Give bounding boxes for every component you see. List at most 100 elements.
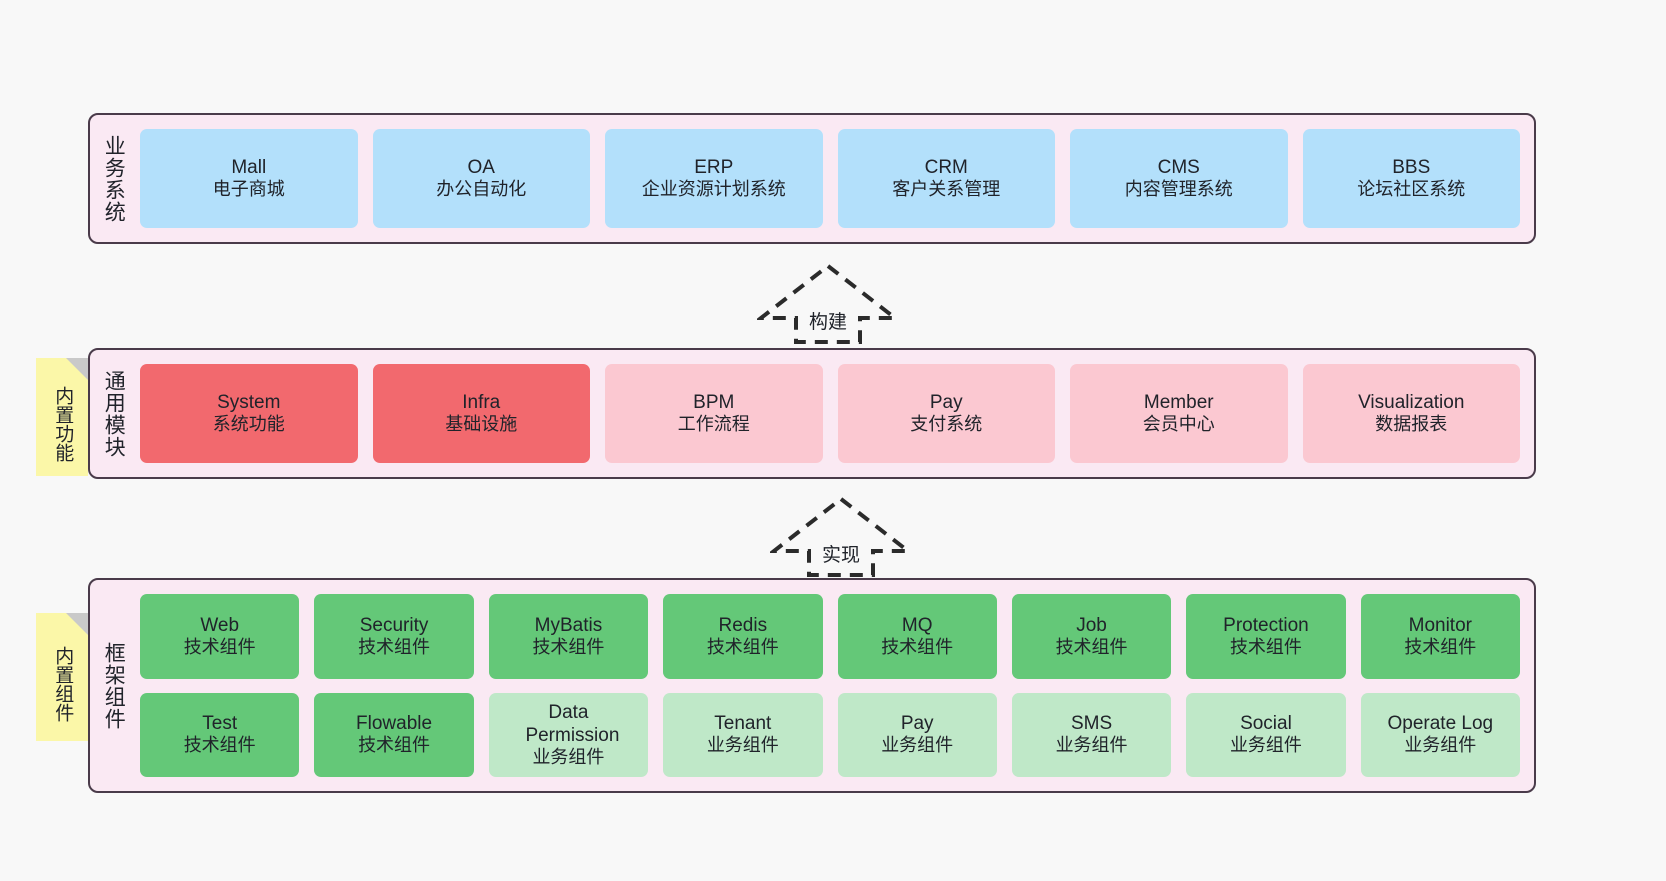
card-infra[interactable]: Infra 基础设施 (372, 364, 590, 463)
card-pay-business[interactable]: Pay 业务组件 (837, 692, 997, 777)
card-web[interactable]: Web 技术组件 (140, 594, 300, 679)
sticky-note-label: 内置组件 (52, 646, 74, 722)
card-bpm[interactable]: BPM 工作流程 (605, 364, 823, 463)
card-column: Protection 技术组件 Social 业务组件 (1186, 594, 1346, 777)
card-system[interactable]: System 系统功能 (140, 364, 358, 463)
card-subtitle: 技术组件 (532, 636, 605, 657)
card-column: CRM 客户关系管理 (837, 129, 1055, 228)
card-column: CMS 内容管理系统 (1070, 129, 1288, 228)
card-cms[interactable]: CMS 内容管理系统 (1070, 129, 1288, 228)
card-title: Flowable (356, 713, 433, 735)
card-title: BBS (1392, 156, 1431, 178)
card-column: MyBatis 技术组件 Data Permission 业务组件 (488, 594, 649, 777)
card-title: ERP (694, 156, 734, 178)
layer-body-framework-component: Web 技术组件 Test 技术组件 Security 技术组件 Flowabl… (136, 580, 1534, 791)
card-title: Monitor (1408, 614, 1472, 636)
card-bbs[interactable]: BBS 论坛社区系统 (1302, 129, 1520, 228)
card-subtitle: 技术组件 (358, 636, 431, 657)
card-subtitle: 客户关系管理 (892, 179, 1001, 200)
card-title: Tenant (714, 713, 772, 735)
card-column: Job 技术组件 SMS 业务组件 (1011, 594, 1172, 777)
sticky-note-label: 内置功能 (52, 386, 74, 462)
card-subtitle: 基础设施 (445, 414, 518, 435)
card-mall[interactable]: Mall 电子商城 (140, 129, 358, 228)
card-security[interactable]: Security 技术组件 (314, 594, 474, 679)
card-title: Protection (1223, 614, 1309, 636)
card-social[interactable]: Social 业务组件 (1186, 692, 1346, 777)
card-column: Web 技术组件 Test 技术组件 (140, 594, 300, 777)
layer-title-business-system: 业务系统 (102, 134, 126, 223)
card-monitor[interactable]: Monitor 技术组件 (1360, 594, 1520, 679)
card-subtitle: 技术组件 (706, 636, 779, 657)
card-title: Social (1240, 713, 1292, 735)
card-title: SMS (1070, 713, 1113, 735)
card-data-permission[interactable]: Data Permission 业务组件 (488, 692, 649, 777)
card-flowable[interactable]: Flowable 技术组件 (314, 692, 474, 777)
card-column: Visualization 数据报表 (1302, 364, 1520, 463)
card-job[interactable]: Job 技术组件 (1011, 594, 1172, 679)
card-title: MyBatis (534, 614, 603, 636)
dashed-up-arrow-icon (770, 496, 912, 577)
card-subtitle: 内容管理系统 (1124, 179, 1233, 200)
card-subtitle: 业务组件 (1404, 735, 1477, 756)
card-crm[interactable]: CRM 客户关系管理 (837, 129, 1055, 228)
card-subtitle: 会员中心 (1142, 414, 1215, 435)
card-mybatis[interactable]: MyBatis 技术组件 (488, 594, 649, 679)
card-pay[interactable]: Pay 支付系统 (837, 364, 1055, 463)
card-column: Redis 技术组件 Tenant 业务组件 (663, 594, 823, 777)
card-tenant[interactable]: Tenant 业务组件 (663, 692, 823, 777)
card-title: Operate Log (1387, 713, 1494, 735)
card-column: ERP 企业资源计划系统 (605, 129, 823, 228)
card-subtitle: 业务组件 (1055, 735, 1128, 756)
card-title: Mall (231, 156, 267, 178)
card-subtitle: 支付系统 (910, 414, 983, 435)
card-column: BPM 工作流程 (605, 364, 823, 463)
connector-implement-label: 实现 (821, 545, 860, 566)
card-test[interactable]: Test 技术组件 (140, 692, 300, 777)
card-sms[interactable]: SMS 业务组件 (1011, 692, 1172, 777)
connector-implement: 实现 (770, 495, 912, 577)
card-oa[interactable]: OA 办公自动化 (372, 129, 590, 228)
card-visualization[interactable]: Visualization 数据报表 (1302, 364, 1520, 463)
layer-title-framework-component: 框架组件 (102, 641, 126, 730)
sticky-note-builtin-component: 内置组件 (36, 613, 88, 741)
card-operate-log[interactable]: Operate Log 业务组件 (1360, 692, 1520, 777)
card-subtitle: 数据报表 (1375, 414, 1448, 435)
card-redis[interactable]: Redis 技术组件 (663, 594, 823, 679)
card-erp[interactable]: ERP 企业资源计划系统 (605, 129, 823, 228)
card-subtitle: 业务组件 (1229, 735, 1302, 756)
card-title: Job (1076, 614, 1107, 636)
card-subtitle: 技术组件 (1404, 636, 1477, 657)
card-column: Pay 支付系统 (837, 364, 1055, 463)
card-title: Data Permission (525, 701, 620, 746)
card-subtitle: 技术组件 (1229, 636, 1302, 657)
card-title: Web (200, 614, 240, 636)
card-subtitle: 技术组件 (881, 636, 954, 657)
card-title: Pay (900, 713, 934, 735)
card-protection[interactable]: Protection 技术组件 (1186, 594, 1346, 679)
card-subtitle: 系统功能 (212, 414, 285, 435)
card-column: Monitor 技术组件 Operate Log 业务组件 (1360, 594, 1520, 777)
card-subtitle: 企业资源计划系统 (641, 179, 786, 200)
card-title: CMS (1157, 156, 1200, 178)
card-title: Visualization (1358, 391, 1465, 413)
card-title: System (217, 391, 281, 413)
card-subtitle: 业务组件 (532, 746, 605, 767)
card-subtitle: 技术组件 (183, 735, 256, 756)
card-column: Mall 电子商城 (140, 129, 358, 228)
card-column: MQ 技术组件 Pay 业务组件 (837, 594, 997, 777)
card-subtitle: 工作流程 (677, 414, 750, 435)
card-title: OA (467, 156, 495, 178)
card-column: Infra 基础设施 (372, 364, 590, 463)
card-member[interactable]: Member 会员中心 (1070, 364, 1288, 463)
sticky-note-builtin-function: 内置功能 (36, 358, 88, 476)
card-column: Member 会员中心 (1070, 364, 1288, 463)
layer-business-system: 业务系统 Mall 电子商城 OA 办公自动化 ERP 企业资源计划系统 (88, 113, 1536, 244)
card-column: Security 技术组件 Flowable 技术组件 (314, 594, 474, 777)
layer-body-common-module: System 系统功能 Infra 基础设施 BPM 工作流程 Pay (136, 350, 1534, 477)
card-mq[interactable]: MQ 技术组件 (837, 594, 997, 679)
folded-corner-icon (66, 613, 88, 635)
connector-build: 构建 (757, 262, 899, 344)
card-title: Infra (462, 391, 501, 413)
